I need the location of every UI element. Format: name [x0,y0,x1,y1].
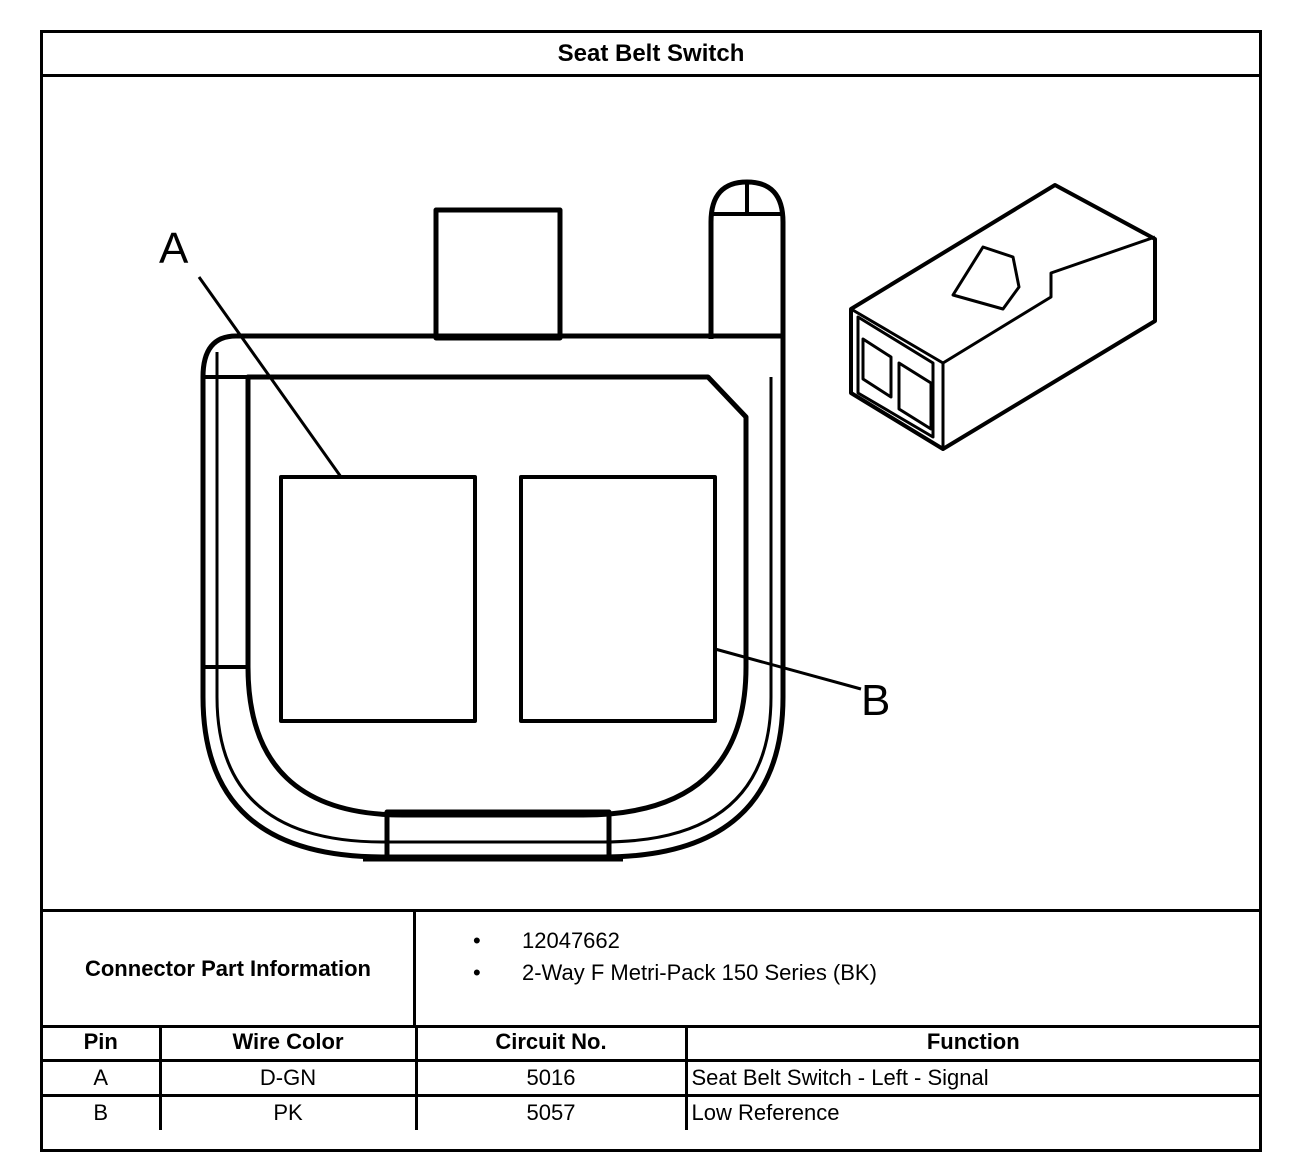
circuit-no-cell: 5057 [414,1093,688,1130]
pin-table: Pin Wire Color Circuit No. Function A D-… [43,1025,1259,1130]
pin-cell: A [43,1058,162,1097]
connector-inner-face [245,374,749,818]
connector-part-info-row: Connector Part Information • 12047662 • … [43,909,1259,1028]
connector-part-info-label: Connector Part Information [43,912,416,1025]
connector-isometric-view [849,183,1157,451]
header-circuit-no: Circuit No. [414,1025,688,1062]
cavity-a [279,475,477,723]
callout-a-leader [197,276,343,478]
header-pin: Pin [43,1025,162,1062]
function-cell: Low Reference [684,1093,1259,1130]
connector-description: 2-Way F Metri-Pack 150 Series (BK) [522,960,877,985]
cavity-b [519,475,717,723]
wire-color-cell: PK [158,1093,418,1130]
connector-bottom-key [384,809,612,860]
connector-diagram: A B [43,77,1259,912]
header-wire-color: Wire Color [158,1025,418,1062]
function-cell: Seat Belt Switch - Left - Signal [684,1058,1259,1097]
connector-face-drawing: A B [159,179,1157,862]
pin-cell: B [43,1093,162,1130]
bullet-icon: • [473,928,481,953]
callout-a-label: A [159,224,189,273]
connector-top-tab [433,207,563,341]
callout-b-leader [714,647,862,691]
connector-outer-shell [200,333,786,860]
header-function: Function [684,1025,1259,1062]
connector-document: Seat Belt Switch [40,30,1262,1152]
connector-part-info-list: • 12047662 • 2-Way F Metri-Pack 150 Seri… [416,912,1259,1025]
document-title: Seat Belt Switch [43,33,1259,77]
bullet-icon: • [473,960,481,985]
table-row: B PK 5057 Low Reference [43,1093,1259,1130]
part-number: 12047662 [522,928,620,953]
callout-b-label: B [861,676,890,725]
wire-color-cell: D-GN [158,1058,418,1097]
table-row: A D-GN 5016 Seat Belt Switch - Left - Si… [43,1058,1259,1097]
circuit-no-cell: 5016 [414,1058,688,1097]
table-header-row: Pin Wire Color Circuit No. Function [43,1025,1259,1062]
